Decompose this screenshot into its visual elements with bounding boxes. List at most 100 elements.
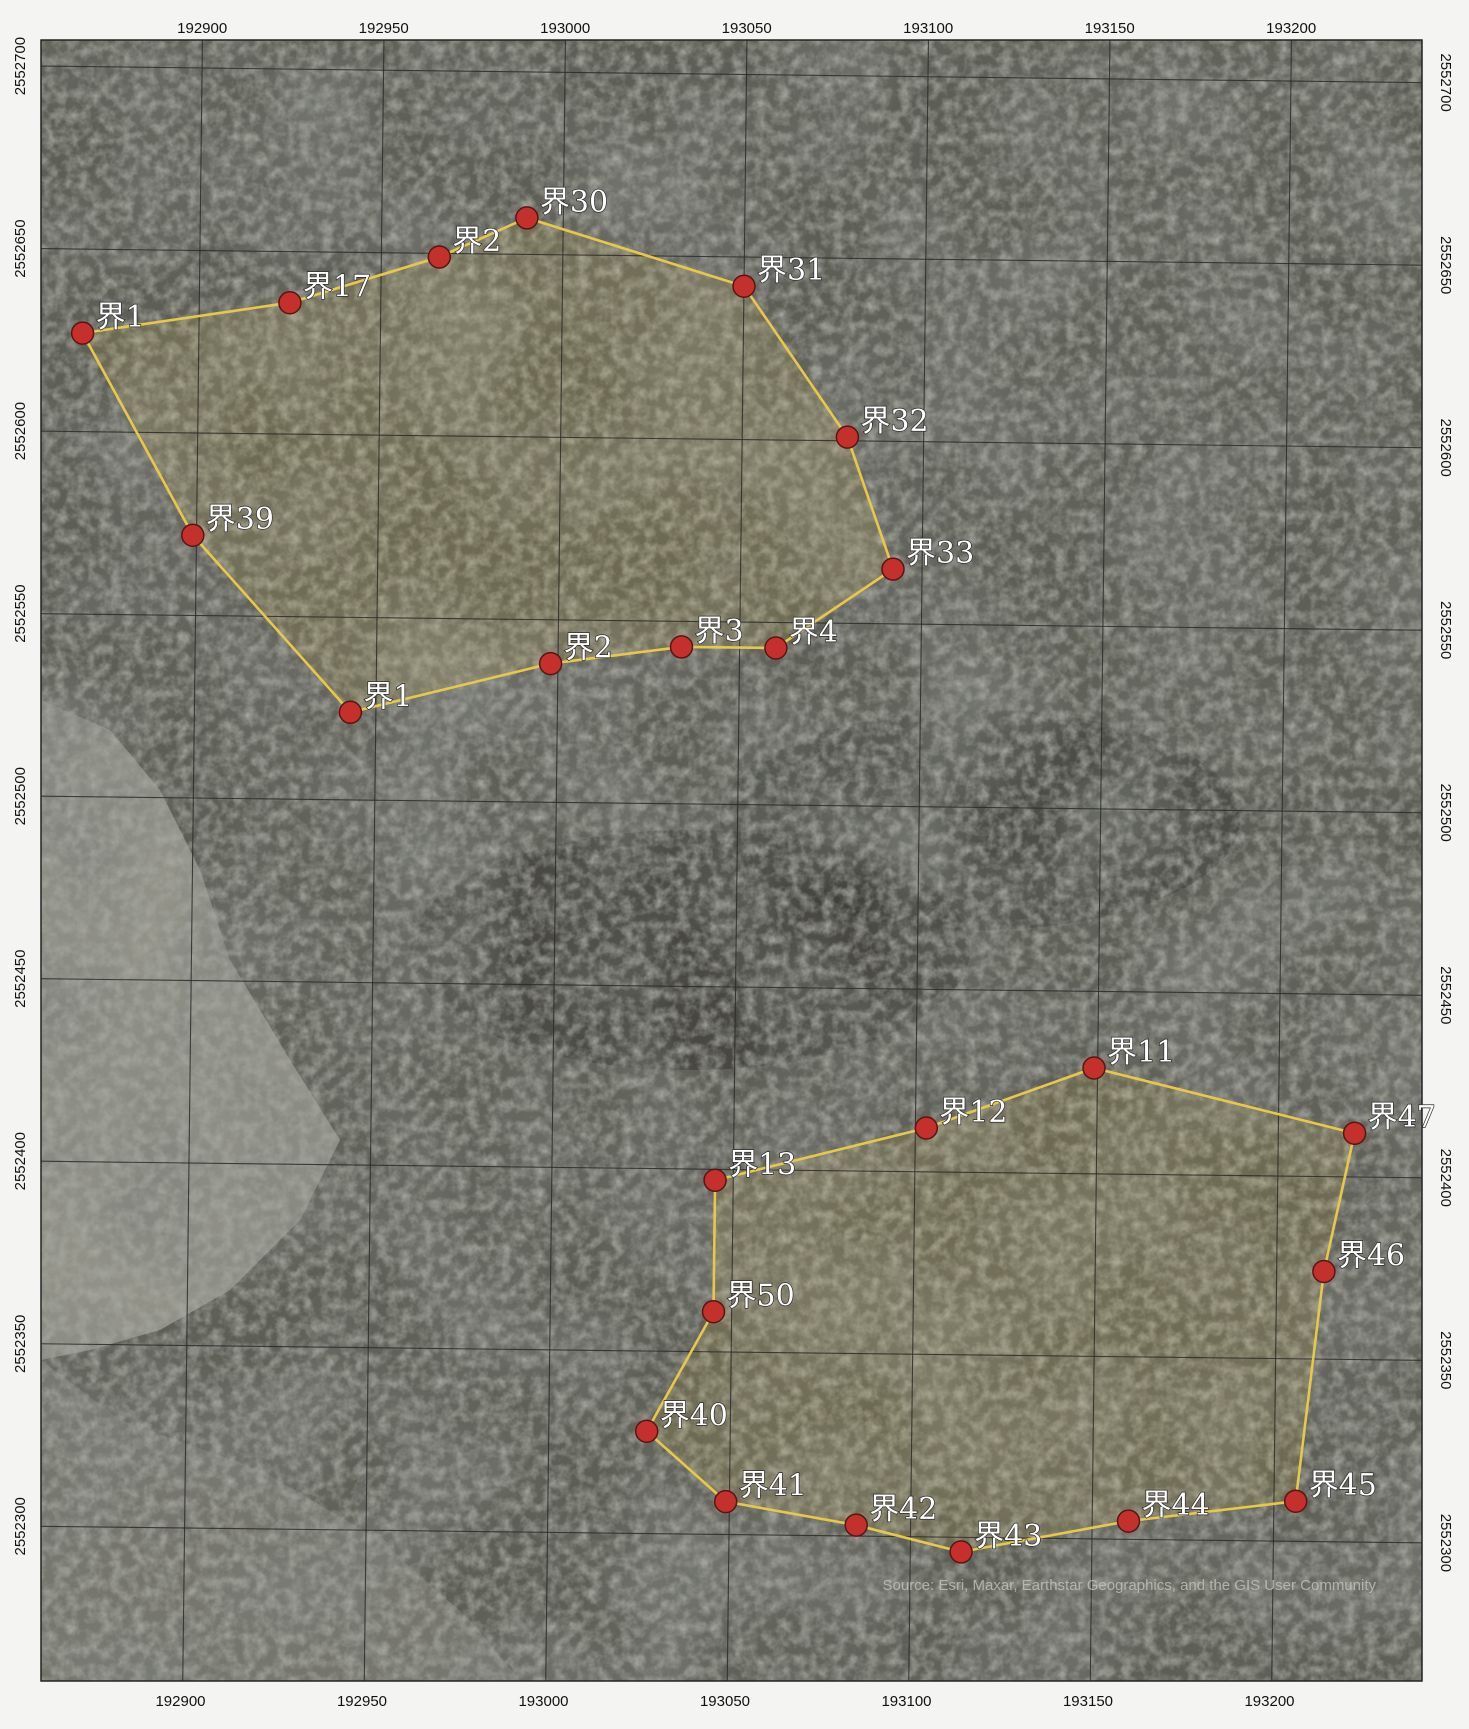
south-parcel-area	[646, 1068, 1355, 1552]
y-tick-right-2552550: 2552550	[1437, 601, 1454, 659]
y-tick-right-2552500: 2552500	[1437, 783, 1454, 841]
y-tick-left-2552650: 2552650	[12, 219, 29, 277]
y-tick-right-2552450: 2552450	[1437, 966, 1454, 1024]
north-parcel-vertex-marker	[427, 245, 452, 269]
coordinate-grid	[40, 39, 1423, 1682]
south-parcel-vertex-marker	[1342, 1121, 1367, 1145]
grid-line-y-2552500	[40, 795, 1423, 814]
grid-line-x-193200	[1271, 39, 1292, 1682]
y-tick-left-2552350: 2552350	[12, 1315, 29, 1373]
x-tick-top-193050: 193050	[722, 20, 772, 37]
grid-line-x-193000	[545, 39, 566, 1682]
north-parcel-vertex-label: 界31	[757, 253, 825, 288]
south-parcel-vertex-label: 界50	[727, 1279, 795, 1314]
north-parcel-vertex-label: 界2	[452, 224, 501, 259]
north-parcel-vertex-marker	[881, 557, 905, 581]
x-tick-top-193200: 193200	[1266, 20, 1316, 37]
north-parcel-vertex-marker	[515, 206, 539, 230]
parcel-fills	[82, 217, 1355, 1552]
south-parcel-vertex-marker	[1082, 1056, 1106, 1080]
north-parcel-vertex-marker	[338, 700, 363, 725]
x-tick-bottom-193050: 193050	[700, 1693, 750, 1710]
grid-line-x-192900	[182, 39, 203, 1682]
imagery-attribution: Source: Esri, Maxar, Earthstar Geographi…	[882, 1577, 1376, 1594]
grid-line-x-193050	[726, 39, 748, 1682]
north-parcel-vertex-label: 界32	[860, 404, 928, 439]
north-parcel-vertex-label: 界1	[363, 679, 412, 714]
x-tick-top-192900: 192900	[177, 20, 227, 37]
y-tick-right-2552650: 2552650	[1437, 236, 1454, 294]
north-parcel-vertex-marker	[538, 651, 563, 676]
grid-line-y-2552300	[40, 1525, 1423, 1544]
y-tick-left-2552400: 2552400	[12, 1132, 29, 1190]
grid-line-y-2552350	[40, 1343, 1423, 1361]
north-parcel-vertex-label: 界2	[564, 631, 613, 666]
grid-line-y-2552450	[40, 978, 1423, 996]
north-parcel-vertex-marker	[764, 636, 788, 660]
north-parcel-vertex-marker	[70, 321, 95, 345]
north-parcel-vertex-label: 界30	[540, 185, 608, 220]
south-parcel-vertex-label: 界47	[1368, 1100, 1436, 1135]
x-tick-top-193000: 193000	[540, 20, 590, 37]
south-parcel-vertex-marker	[701, 1299, 726, 1324]
aerial-imagery	[41, 40, 1422, 1681]
north-parcel-vertex-label: 界33	[906, 536, 974, 571]
y-tick-left-2552550: 2552550	[12, 584, 29, 642]
north-parcel-vertex-label: 界17	[303, 270, 371, 305]
grid-line-y-2552550	[40, 613, 1423, 631]
boundary-vertices	[70, 206, 1367, 1564]
y-tick-left-2552600: 2552600	[12, 402, 29, 460]
grid-line-y-2552650	[40, 248, 1423, 266]
x-tick-bottom-193100: 193100	[881, 1693, 931, 1710]
y-tick-right-2552700: 2552700	[1437, 53, 1454, 111]
north-parcel-vertex-label: 界1	[96, 300, 145, 335]
north-parcel-vertex-marker	[732, 274, 756, 298]
x-tick-bottom-193150: 193150	[1063, 1693, 1113, 1710]
north-parcel-vertex-marker	[835, 425, 860, 449]
x-tick-bottom-192950: 192950	[337, 1693, 387, 1710]
north-parcel-vertex-label: 界3	[695, 614, 744, 649]
south-parcel-vertex-marker	[949, 1540, 973, 1564]
south-parcel-vertex-label: 界40	[660, 1398, 728, 1433]
north-parcel-vertex-label: 界39	[206, 502, 274, 537]
y-tick-left-2552450: 2552450	[12, 949, 29, 1007]
south-parcel-vertex-marker	[914, 1116, 939, 1140]
grid-line-y-2552400	[40, 1160, 1423, 1179]
x-tick-bottom-193200: 193200	[1244, 1693, 1294, 1710]
boundary-vertex-labels: 界1 界17 界2 界30 界31 界32 界33 界4 界3 界2 界1 界39 界13 界12 界11 界…	[95, 184, 1437, 1554]
y-tick-left-2552300: 2552300	[12, 1497, 29, 1555]
y-tick-right-2552350: 2552350	[1437, 1331, 1454, 1389]
south-parcel-vertex-label: 界11	[1107, 1035, 1175, 1070]
south-parcel-vertex-label: 界13	[728, 1147, 796, 1182]
coordinate-tick-labels: 1929001929001929501929501930001930001930…	[12, 20, 1454, 1710]
grid-line-x-193150	[1089, 39, 1111, 1682]
grid-line-x-193100	[908, 39, 929, 1682]
south-parcel-vertex-marker	[1283, 1489, 1308, 1513]
south-parcel-vertex-label: 界41	[739, 1469, 807, 1504]
south-parcel-vertex-marker	[703, 1168, 727, 1193]
x-tick-top-193150: 193150	[1085, 20, 1135, 37]
y-tick-right-2552600: 2552600	[1437, 418, 1454, 476]
x-tick-bottom-193000: 193000	[518, 1693, 568, 1710]
south-parcel-vertex-label: 界12	[939, 1095, 1007, 1130]
y-tick-right-2552300: 2552300	[1437, 1514, 1454, 1572]
north-parcel-vertex-marker	[181, 523, 205, 547]
grid-line-x-192950	[363, 39, 385, 1682]
x-tick-top-192950: 192950	[359, 20, 409, 37]
x-tick-top-193100: 193100	[903, 20, 953, 37]
map-frame	[40, 39, 1423, 1682]
north-parcel-vertex-label: 界4	[789, 615, 838, 650]
y-tick-right-2552400: 2552400	[1437, 1149, 1454, 1207]
grid-line-y-2552700	[40, 65, 1423, 84]
south-parcel-vertex-marker	[844, 1513, 868, 1537]
south-parcel-vertex-label: 界42	[869, 1492, 937, 1527]
south-parcel-vertex-label: 界44	[1142, 1488, 1210, 1523]
north-parcel-vertex-marker	[278, 290, 302, 315]
y-tick-left-2552500: 2552500	[12, 767, 29, 825]
y-tick-left-2552700: 2552700	[12, 37, 29, 95]
south-parcel-vertex-marker	[1312, 1259, 1336, 1284]
grid-line-y-2552600	[40, 430, 1423, 449]
south-parcel-vertex-label: 界45	[1309, 1468, 1377, 1503]
